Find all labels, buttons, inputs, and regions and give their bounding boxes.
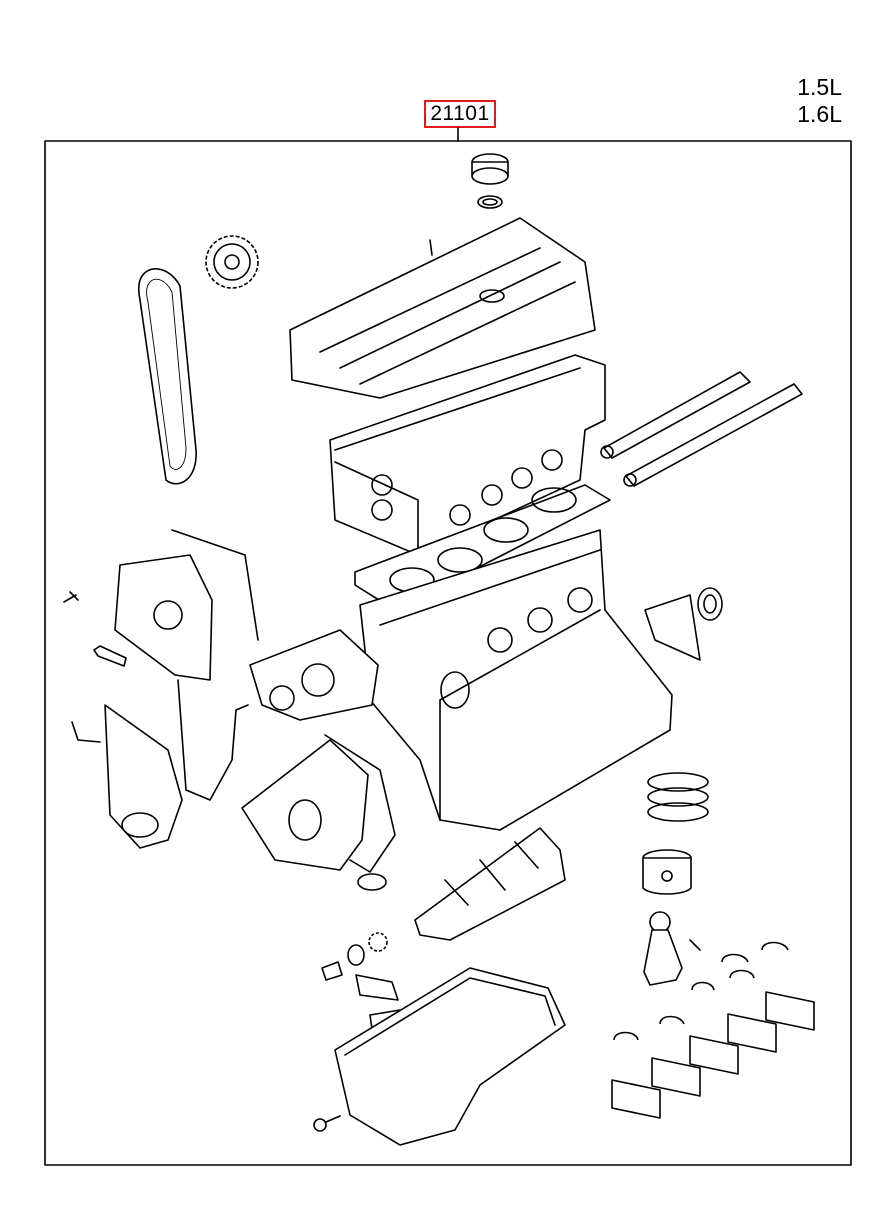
timing-cover-upper-icon[interactable] [114,554,213,681]
rear-oil-seal-icon[interactable] [644,587,723,661]
connecting-rod-icon[interactable] [643,911,701,986]
piston-rings-icon[interactable] [647,772,709,822]
camshaft-exhaust-icon[interactable] [623,383,803,487]
crankshaft-icon[interactable] [414,827,566,941]
engine-variant-2: 1.6L [797,101,842,127]
timing-cover-lower-icon[interactable] [104,704,183,849]
main-bearing-caps-icon[interactable] [611,991,815,1119]
crank-sprocket-icon[interactable] [321,932,388,981]
drain-plug-icon[interactable] [313,1115,341,1132]
diagram-frame [44,140,852,1166]
piston-icon[interactable] [642,849,692,895]
oil-pan-icon[interactable] [334,967,566,1146]
timing-belt-icon[interactable] [137,267,197,485]
water-pump-icon[interactable] [249,629,379,721]
bolt-icon[interactable] [63,591,79,603]
clip-icon[interactable] [71,645,127,743]
oil-filler-cap-icon[interactable] [471,153,509,209]
camshaft-intake-icon[interactable] [600,371,751,459]
oil-pump-gasket-icon[interactable] [324,734,396,891]
crank-bearings-icon[interactable] [613,941,789,1041]
cam-sprocket-icon[interactable] [205,235,259,289]
head-gasket-icon[interactable] [354,484,611,611]
cylinder-head-icon[interactable] [329,354,606,556]
cylinder-head-cover-icon[interactable] [289,217,596,399]
part-number-callout[interactable]: 21101 [424,100,496,128]
engine-variant-1: 1.5L [797,74,842,100]
oil-pump-icon[interactable] [241,739,369,871]
timing-cover-gasket-icon[interactable] [171,529,259,801]
